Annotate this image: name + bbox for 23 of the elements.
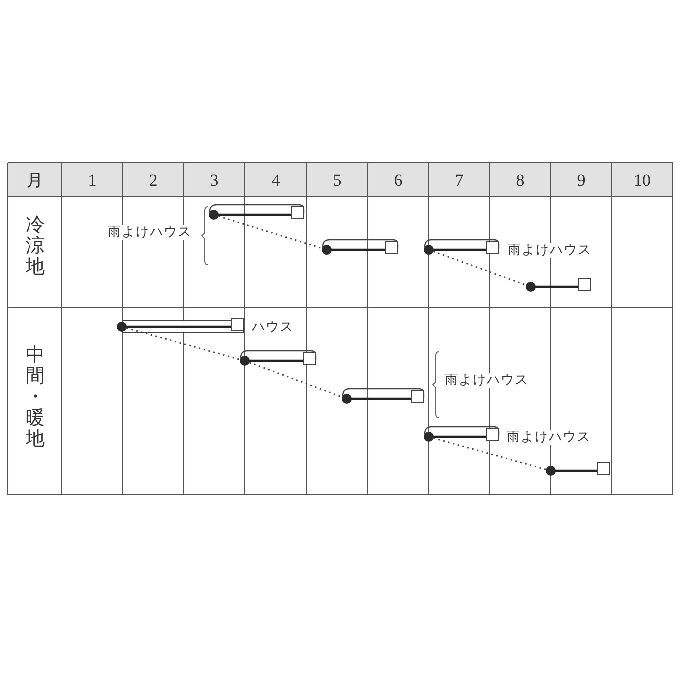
annotation: 雨よけハウス <box>445 373 529 388</box>
column-header: 4 <box>270 170 282 192</box>
connector <box>434 438 546 470</box>
connector <box>126 328 240 360</box>
annotation: 雨よけハウス <box>508 243 592 258</box>
annotation: ハウス <box>252 320 294 335</box>
column-header: 5 <box>332 170 343 192</box>
column-header: 7 <box>454 170 465 192</box>
connector <box>218 216 322 250</box>
annotation: 雨よけハウス <box>108 225 192 240</box>
column-header: 6 <box>393 170 404 192</box>
column-header: 10 <box>633 170 652 192</box>
column-header: 2 <box>148 170 159 192</box>
annotation: 雨よけハウス <box>507 430 591 445</box>
row-header: 中間・暖地 <box>26 345 45 450</box>
connector <box>433 251 527 286</box>
column-header: 1 <box>87 170 98 192</box>
connector <box>249 362 343 398</box>
column-header: 月 <box>26 170 44 192</box>
row-header: 冷涼地 <box>26 215 45 278</box>
column-header: 8 <box>515 170 526 192</box>
column-header: 9 <box>576 170 587 192</box>
column-header: 3 <box>209 170 220 192</box>
